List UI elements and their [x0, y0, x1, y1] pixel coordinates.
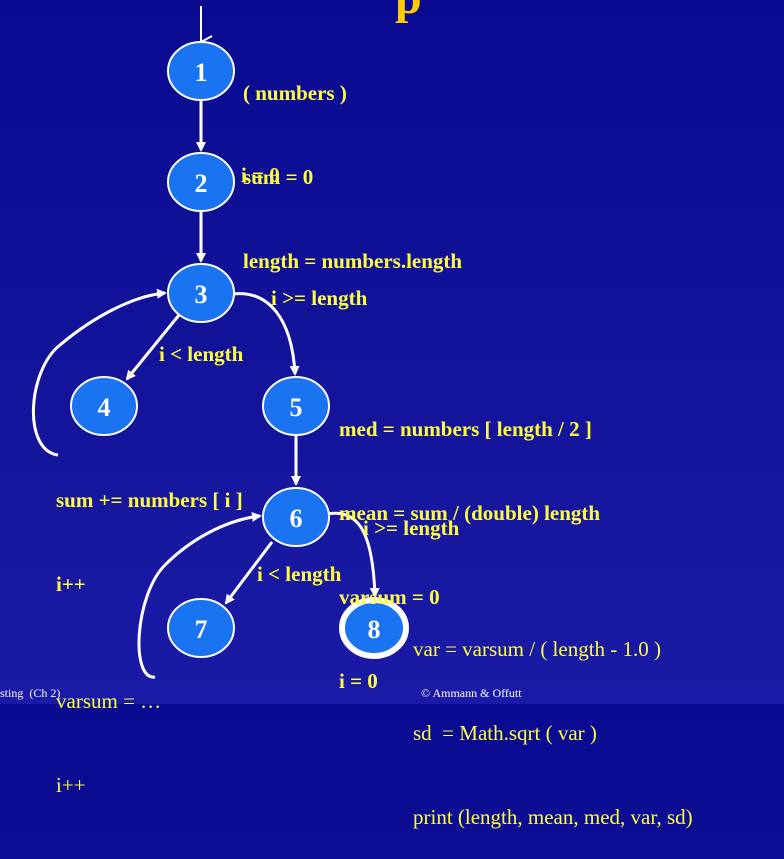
edge-6-8-label: i >= length [363, 516, 460, 540]
node5-annotation: med = numbers [ length / 2 ] mean = sum … [339, 359, 600, 723]
node-3: 3 [167, 263, 235, 323]
node-1: 1 [167, 41, 235, 101]
svg-text:3: 3 [195, 280, 208, 309]
node5-med-line: med = numbers [ length / 2 ] [339, 417, 592, 441]
svg-text:5: 5 [290, 393, 303, 422]
svg-text:8: 8 [368, 615, 381, 644]
node-2: 2 [167, 152, 235, 212]
node-4: 4 [70, 376, 138, 436]
node4-sum-line: sum += numbers [ i ] [56, 488, 243, 512]
node1-annotation: ( numbers ) sum = 0 length = numbers.len… [243, 23, 462, 303]
node2-annotation: i = 0 [241, 163, 280, 187]
node8-sd-line: sd = Math.sqrt ( var ) [413, 721, 597, 745]
svg-text:2: 2 [195, 169, 208, 198]
node-7: 7 [167, 598, 235, 658]
edge-3-4 [125, 314, 181, 381]
node1-sum-line: sum = 0 [243, 165, 314, 189]
footer-left: sting (Ch 2) [0, 686, 61, 700]
node1-param-line: ( numbers ) [243, 81, 347, 105]
node4-incr-line: i++ [56, 572, 86, 596]
node1-length-line: length = numbers.length [243, 249, 463, 273]
svg-text:6: 6 [290, 504, 303, 533]
node5-i-line: i = 0 [339, 669, 378, 693]
node-5: 5 [262, 376, 330, 436]
edge-3-4-label: i < length [159, 342, 244, 366]
edge-6-7-label: i < length [257, 562, 342, 586]
edge-4-3-loop [31, 288, 167, 457]
edge-3-5-label: i >= length [271, 286, 368, 310]
edge-6-8 [327, 511, 380, 598]
node8-print-line: print (length, mean, med, var, sd) [413, 805, 693, 829]
svg-text:7: 7 [195, 615, 208, 644]
node-6: 6 [262, 487, 330, 547]
node8-var-line: var = varsum / ( length - 1.0 ) [413, 637, 662, 661]
edge-3-5 [232, 292, 300, 376]
node7-incr-line: i++ [56, 773, 86, 797]
node7-varsum-line: varsum = … [56, 689, 162, 713]
node5-varsum-line: varsum = 0 [339, 585, 440, 609]
node8-annotation: var = varsum / ( length - 1.0 ) sd = Mat… [413, 579, 693, 859]
node4-annotation: sum += numbers [ i ] i++ [56, 430, 243, 626]
svg-text:1: 1 [195, 58, 208, 87]
node-8-final: 8 [339, 597, 409, 659]
edge-6-7 [224, 541, 274, 605]
control-flow-graph: 1 2 3 4 5 6 7 8 [31, 35, 409, 679]
edge-7-6-loop [137, 511, 262, 679]
svg-text:4: 4 [98, 393, 111, 422]
node7-annotation: varsum = … i++ [56, 631, 161, 827]
node5-mean-line: mean = sum / (double) length [339, 501, 601, 525]
footer-copyright: © Ammann & Offutt [421, 686, 522, 700]
